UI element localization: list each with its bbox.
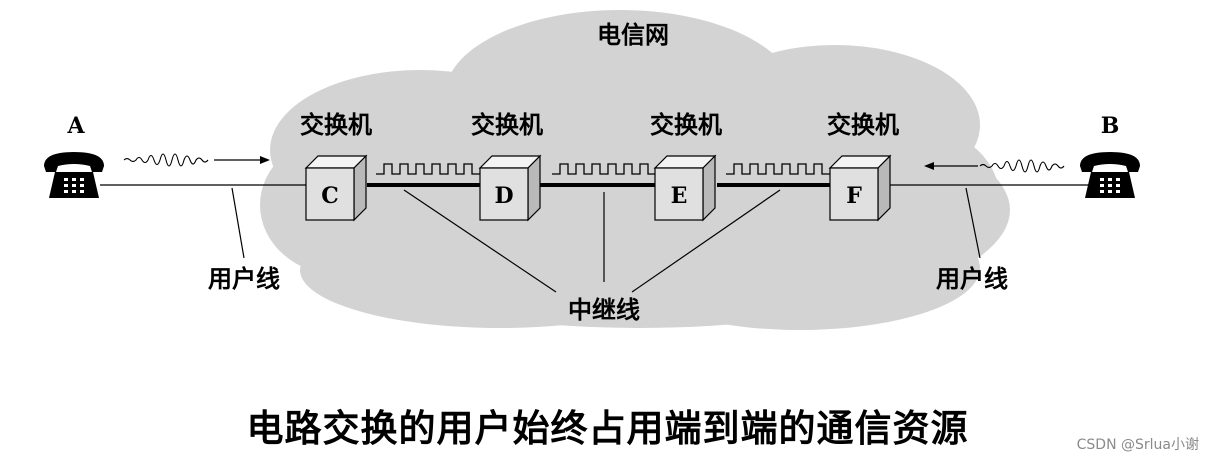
endpoint-b-label: B — [1101, 113, 1120, 139]
switch-label-d: 交换机 — [471, 111, 543, 139]
switch-d-letter: D — [494, 183, 513, 209]
arrow-right-icon — [214, 156, 270, 164]
switch-box-d: D — [478, 154, 542, 222]
figure-caption: 电路交换的用户始终占用端到端的通信资源 — [246, 407, 969, 450]
endpoint-a-label: A — [66, 113, 85, 139]
subscriber-line-label-right: 用户线 — [936, 265, 1008, 293]
telephone-a-icon — [44, 152, 104, 198]
switch-box-f: F — [828, 154, 892, 222]
switch-box-e: E — [653, 154, 717, 222]
arrow-left-icon — [924, 162, 978, 170]
switch-e-letter: E — [671, 183, 688, 209]
cloud-label: 电信网 — [597, 21, 669, 49]
watermark: CSDN @Srlua小谢 — [1076, 437, 1199, 453]
trunk-line-label: 中继线 — [568, 296, 640, 324]
switch-label-c: 交换机 — [300, 111, 372, 139]
telephone-b-icon — [1080, 152, 1140, 198]
switch-f-letter: F — [846, 183, 862, 209]
telecom-network-cloud — [260, 10, 1010, 330]
switch-c-letter: C — [321, 183, 339, 209]
analog-wave-left — [123, 153, 209, 167]
subscriber-line-label-left: 用户线 — [208, 265, 280, 293]
switch-label-e: 交换机 — [650, 111, 722, 139]
switch-label-f: 交换机 — [827, 111, 899, 139]
label-pointers — [231, 187, 981, 293]
switch-box-c: C — [304, 154, 368, 222]
digital-signals — [376, 163, 830, 175]
analog-wave-right — [979, 159, 1065, 173]
